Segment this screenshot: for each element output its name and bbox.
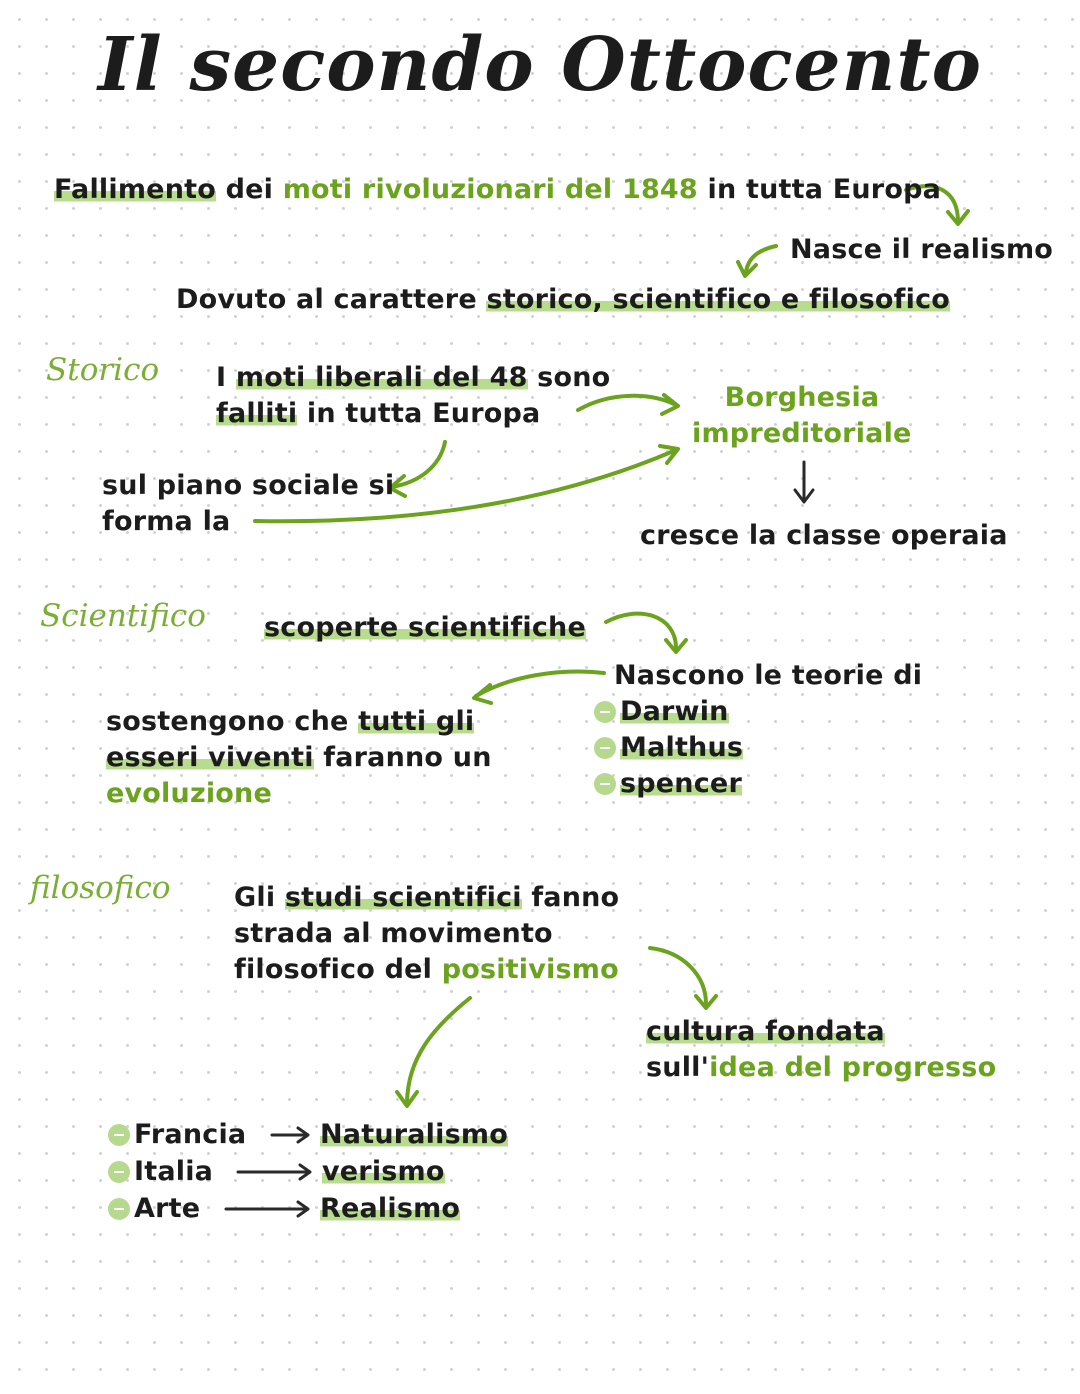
storico-l1c: sono [527, 362, 611, 393]
arrow-head-sostengono [472, 683, 493, 705]
section-label-scientifico: Scientifico [40, 598, 206, 634]
arrow-head-italia [298, 1163, 312, 1181]
borghesia-label-2: impreditoriale [692, 418, 912, 449]
intro-fallimento: Fallimento [54, 174, 216, 205]
scoperte-text: scoperte scientifiche [264, 612, 586, 643]
storico-l2a: falliti [216, 398, 298, 429]
filosofico-f1c: fanno [521, 882, 620, 913]
arrow-to-dovuto [744, 244, 778, 274]
filosofico-positivismo: positivismo [441, 954, 619, 985]
sostengono-s1a: sostengono che [106, 706, 359, 737]
storico-l1b: moti liberali del 48 [235, 362, 528, 393]
arrow-to-realismo [904, 184, 960, 224]
cultura-line-1: cultura fondata [646, 1014, 885, 1050]
sostengono-s2b: faranno un [313, 742, 492, 773]
arrow-to-teorie [604, 611, 678, 650]
place-italia: Italia [134, 1156, 214, 1187]
nascono-teorie: Nascono le teorie di [614, 660, 923, 691]
movement-verismo-text: verismo [322, 1156, 445, 1187]
sociale-line-2: forma la [102, 506, 231, 537]
nasce-realismo: Nasce il realismo [790, 234, 1054, 265]
filosofico-f1b: studi scientifici [284, 882, 522, 913]
storico-l1a: I [216, 362, 236, 393]
arrow-to-cultura [648, 946, 708, 1006]
place-arte: Arte [134, 1193, 201, 1224]
movement-verismo: verismo [322, 1154, 445, 1190]
list-item: Malthus [594, 730, 744, 766]
arrow-head-movimenti [395, 1090, 419, 1108]
sostengono-s1b: tutti gli [358, 706, 475, 737]
arrow-head-dovuto [736, 260, 758, 278]
filosofico-f3a: filosofico del [234, 954, 442, 985]
arrow-head-teorie [664, 638, 688, 654]
cultura-text: cultura fondata [646, 1016, 885, 1047]
theorist-malthus: Malthus [620, 732, 744, 763]
arrow-head-cultura [694, 994, 718, 1010]
arrow-forma-la [253, 448, 678, 524]
borghesia-label-1: Borghesia [724, 382, 880, 413]
arrow-head-arte [296, 1200, 310, 1218]
arrow-to-borghesia [576, 393, 678, 412]
section-label-storico: Storico [46, 352, 160, 388]
sociale-line-1: sul piano sociale si [102, 470, 395, 501]
filosofico-line-2: strada al movimento [234, 918, 553, 949]
dovuto-line: Dovuto al carattere storico, scientifico… [176, 282, 951, 318]
movement-naturalismo: Naturalismo [320, 1117, 508, 1153]
arrow-to-sociale [390, 440, 447, 489]
arrow-head-francia [296, 1126, 310, 1144]
section-label-filosofico: filosofico [30, 870, 171, 906]
filosofico-line-1: Gli studi scientifici fanno [234, 880, 619, 916]
list-item: Darwin [594, 694, 743, 730]
sostengono-line-1: sostengono che tutti gli [106, 704, 475, 740]
sostengono-line-3: evoluzione [106, 778, 272, 809]
caratteri-text: storico, scientifico e filosofico [486, 284, 951, 315]
bullet-icon [594, 773, 616, 795]
cultura-sull: sull' [646, 1052, 710, 1083]
bullet-icon [594, 701, 616, 723]
classe-operaia: cresce la classe operaia [640, 520, 1008, 551]
list-item: spencer [594, 766, 743, 802]
sostengono-s2a: esseri viventi [106, 742, 314, 773]
bullet-icon [108, 1124, 130, 1146]
intro-dei: dei [215, 174, 283, 205]
filosofico-f1a: Gli [234, 882, 285, 913]
filosofico-line-3: filosofico del positivismo [234, 952, 619, 988]
bullet-icon [594, 737, 616, 759]
storico-l2b: in tutta Europa [297, 398, 541, 429]
arrow-head-sociale [388, 474, 407, 498]
movement-row-arte: Arte [108, 1191, 200, 1227]
intro-moti: moti rivoluzionari del 1848 [282, 174, 698, 205]
movement-realismo-text: Realismo [320, 1193, 461, 1224]
movement-row-italia: Italia [108, 1154, 213, 1190]
arrow-head-borghesia [660, 393, 680, 416]
bullet-icon [108, 1198, 130, 1220]
arrow-head-realismo [946, 209, 970, 226]
scoperte-scientifiche: scoperte scientifiche [264, 610, 586, 646]
dovuto-text: Dovuto al carattere [176, 284, 487, 315]
storico-line-1: I moti liberali del 48 sono [216, 360, 610, 396]
arrow-to-movimenti [405, 996, 472, 1104]
movement-row-francia: Francia [108, 1117, 246, 1153]
cultura-progresso: idea del progresso [709, 1052, 997, 1083]
arrow-head-forma-la [658, 444, 680, 465]
arrow-head-operaia [793, 488, 815, 504]
intro-europa: in tutta Europa [697, 174, 942, 205]
intro-line: Fallimento dei moti rivoluzionari del 18… [54, 172, 941, 208]
cultura-line-2: sull'idea del progresso [646, 1050, 996, 1086]
bullet-icon [108, 1161, 130, 1183]
place-francia: Francia [134, 1119, 247, 1150]
movement-realismo: Realismo [320, 1191, 461, 1227]
theorist-list: Darwin Malthus spencer [594, 694, 744, 802]
theorist-darwin: Darwin [620, 696, 729, 727]
movement-naturalismo-text: Naturalismo [320, 1119, 508, 1150]
theorist-spencer: spencer [620, 768, 742, 799]
arrow-to-sostengono [474, 669, 606, 698]
page-title: Il secondo Ottocento [98, 22, 982, 108]
sostengono-line-2: esseri viventi faranno un [106, 740, 492, 776]
storico-line-2: falliti in tutta Europa [216, 396, 540, 432]
